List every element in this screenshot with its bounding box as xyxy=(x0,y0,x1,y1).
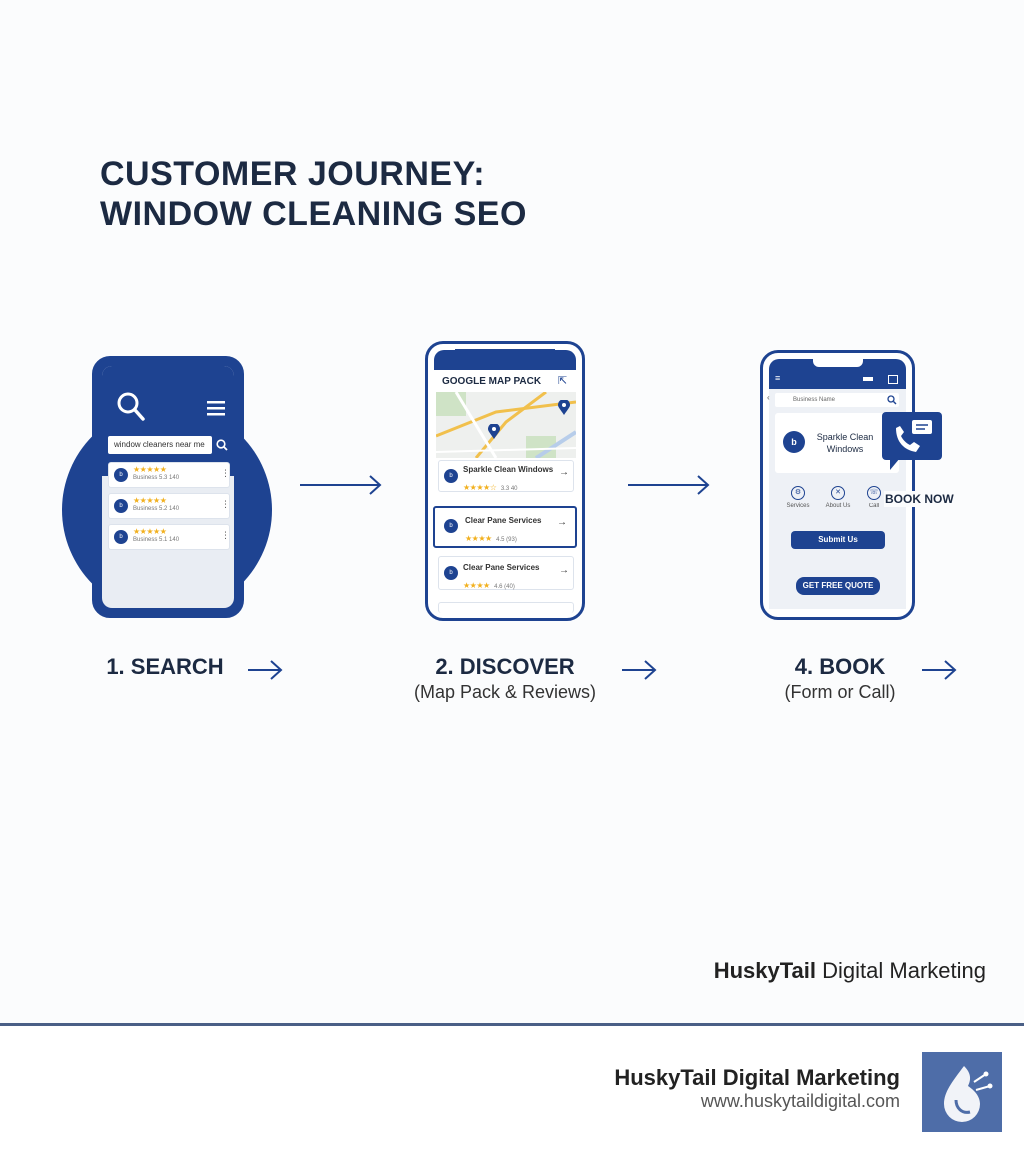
map-pack-header: GOOGLE MAP PACK xyxy=(442,376,542,387)
map-pin-icon[interactable] xyxy=(488,424,500,440)
arrow-right-icon xyxy=(622,660,657,680)
map-pin-icon[interactable] xyxy=(558,400,570,416)
step-discover: 2. DISCOVER (Map Pack & Reviews) xyxy=(400,654,610,703)
business-icon: b xyxy=(114,530,128,544)
watermark-brand: HuskyTail xyxy=(713,958,817,983)
step-title: 1. SEARCH xyxy=(106,654,224,679)
phone-top-bar xyxy=(434,350,576,370)
icon-label: Call xyxy=(868,503,880,509)
title-line-2: WINDOW CLEANING SEO xyxy=(100,195,527,233)
search-result[interactable]: b ★★★★★ Business 5.1 140 ⋮ xyxy=(108,524,230,550)
map-result[interactable]: b Clear Pane Services ★★★★ 4.6 (40) → xyxy=(438,556,574,590)
about-icon: ✕ xyxy=(831,486,845,500)
phone-map-pack: GOOGLE MAP PACK ⇱ b Sparkle Clean Window… xyxy=(425,341,585,621)
more-icon[interactable]: ⋮ xyxy=(221,499,230,509)
business-logo-icon: b xyxy=(783,431,805,453)
result-name: Sparkle Clean Windows xyxy=(463,465,554,474)
result-stars: ★★★★★ xyxy=(133,496,167,505)
book-now-label[interactable]: BOOK NOW xyxy=(884,491,955,507)
business-icon: b xyxy=(114,468,128,482)
more-icon[interactable]: ⋮ xyxy=(221,468,230,478)
map-view[interactable] xyxy=(436,392,576,458)
more-icon[interactable]: ⋮ xyxy=(221,530,230,540)
search-result[interactable]: b ★★★★★ Business 5.3 140 ⋮ xyxy=(108,462,230,488)
phone-book: ≡ Business Name ‹ b Sparkle Clean Window… xyxy=(760,350,915,620)
search-header xyxy=(102,366,234,476)
arrow-right-icon[interactable]: → xyxy=(559,565,569,576)
share-icon[interactable]: ⇱ xyxy=(558,375,568,387)
call-button[interactable]: ☏ Call xyxy=(863,486,885,509)
search-icon[interactable] xyxy=(216,439,228,451)
icon-label: Services xyxy=(786,503,810,509)
search-icon[interactable] xyxy=(887,395,897,405)
result-name: Clear Pane Services xyxy=(463,563,540,572)
footer xyxy=(0,1026,1024,1154)
result-rating: ★★★★ 4.6 (40) xyxy=(463,581,515,590)
phone-chat-icon xyxy=(896,420,932,452)
result-meta: Business 5.3 140 xyxy=(133,475,180,481)
status-bar-icon xyxy=(888,375,898,384)
menu-icon[interactable]: ≡ xyxy=(775,373,781,383)
footer-divider xyxy=(0,1023,1024,1026)
step-title: 4. BOOK xyxy=(794,654,886,679)
arrow-right-icon xyxy=(922,660,957,680)
result-name: Clear Pane Services xyxy=(465,516,542,525)
footer-company: HuskyTail Digital Marketing xyxy=(614,1065,900,1090)
services-button[interactable]: ⚙ Services xyxy=(783,486,813,509)
step-subtitle: (Form or Call) xyxy=(784,682,896,702)
step-book: 4. BOOK (Form or Call) xyxy=(770,654,910,703)
result-stars: ★★★★★ xyxy=(133,465,167,474)
result-rating: ★★★★ 4.5 (93) xyxy=(465,534,517,543)
arrow-right-icon[interactable]: → xyxy=(559,467,569,478)
arrow-right-icon xyxy=(300,475,382,495)
search-result[interactable]: b ★★★★★ Business 5.2 140 ⋮ xyxy=(108,493,230,519)
icon-label: About Us xyxy=(825,503,851,509)
call-chat-bubble[interactable] xyxy=(882,412,942,460)
result-stars: ★★★★★ xyxy=(133,527,167,536)
arrow-right-icon xyxy=(628,475,710,495)
bubble-tail xyxy=(890,458,900,470)
map-result-highlighted[interactable]: b Clear Pane Services ★★★★ 4.5 (93) → xyxy=(433,506,577,548)
watermark-rest: Digital Marketing xyxy=(822,958,986,983)
menu-icon[interactable] xyxy=(207,400,227,418)
phone-search: window cleaners near me b ★★★★★ Business… xyxy=(92,356,244,618)
map-result[interactable]: b Sparkle Clean Windows ★★★★☆ 3.3 40 → xyxy=(438,460,574,492)
submit-button[interactable]: Submit Us xyxy=(791,531,885,549)
search-input[interactable]: Business Name xyxy=(775,393,899,407)
step-title: 2. DISCOVER xyxy=(435,654,575,679)
search-input[interactable]: window cleaners near me xyxy=(108,436,212,454)
call-icon: ☏ xyxy=(867,486,881,500)
watermark: HuskyTail Digital Marketing xyxy=(714,958,986,984)
footer-url[interactable]: www.huskytaildigital.com xyxy=(700,1091,900,1111)
map-result-partial[interactable] xyxy=(438,602,574,613)
business-icon: b xyxy=(114,499,128,513)
about-button[interactable]: ✕ About Us xyxy=(823,486,853,509)
logo-mark-icon xyxy=(944,1066,993,1122)
magnifier-icon xyxy=(117,392,145,421)
phone-search-screen: window cleaners near me b ★★★★★ Business… xyxy=(102,366,234,608)
result-meta: Business 5.1 140 xyxy=(133,537,180,543)
status-bar-icon xyxy=(863,377,873,381)
arrow-right-icon[interactable]: → xyxy=(557,517,567,528)
business-icon: b xyxy=(444,469,458,483)
step-subtitle: (Map Pack & Reviews) xyxy=(413,682,597,702)
company-logo xyxy=(922,1052,1002,1132)
phone-notch xyxy=(812,359,863,367)
get-free-quote-button[interactable]: GET FREE QUOTE xyxy=(796,577,880,595)
business-name: Sparkle Clean Windows xyxy=(816,432,874,454)
arrow-right-icon xyxy=(248,660,283,680)
business-icon: b xyxy=(444,566,458,580)
back-icon[interactable]: ‹ xyxy=(767,393,770,402)
title-line-1: CUSTOMER JOURNEY: xyxy=(100,155,486,193)
step-search: 1. SEARCH xyxy=(90,654,240,680)
business-icon: b xyxy=(444,519,458,533)
result-meta: Business 5.2 140 xyxy=(133,506,180,512)
services-icon: ⚙ xyxy=(791,486,805,500)
result-rating: ★★★★☆ 3.3 40 xyxy=(463,483,518,492)
